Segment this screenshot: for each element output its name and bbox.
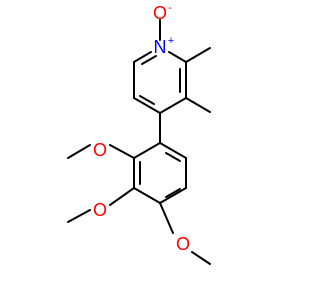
atom-o-methoxy-3: O [93,200,107,220]
bond-n-c2 [168,51,187,63]
bond-methyl-c3 [185,97,211,113]
atom-label-o-methoxy-4: O [176,234,190,254]
molecule-structure: O - N + O O O [67,2,211,265]
bond-o-ch3-2 [67,144,91,159]
atom-label-o-methoxy-2: O [93,140,107,160]
atom-o-oxide: O - [153,2,172,23]
bond-ph-c6-c1 [159,142,187,159]
bond-double-inner-ph-c4-c5 [165,188,181,198]
bond-n-c6 [133,51,152,63]
bond-ph-c2-o [109,144,135,159]
atom-label-o-oxide: O [153,3,167,23]
bond-c4-c5 [133,97,161,114]
bond-ph-c3-o [109,187,135,206]
atom-o-methoxy-4: O [176,234,190,254]
bond-c3-c4 [159,97,187,114]
bond-layer [67,19,211,265]
bond-ph-c4-o [159,202,174,234]
atom-label-n1: N [154,37,167,57]
bond-methyl-c2 [185,47,211,63]
charge-label-o-oxide: - [168,2,172,14]
bond-double-inner-n-c6 [141,55,157,65]
charge-label-n1: + [168,35,174,47]
bond-ph-c3-c4 [133,187,161,204]
atom-n1: N + [154,35,175,57]
bond-ph-c4-c5 [159,187,187,204]
atom-o-methoxy-2: O [93,140,107,160]
bond-double-inner-ph-c6-c1 [165,152,181,162]
atom-label-o-methoxy-3: O [93,200,107,220]
bond-ph-c1-c2 [133,142,161,159]
bond-double-inner-c4-c5 [139,95,155,105]
bond-o-ch3-3 [67,209,91,223]
bond-o-ch3-4 [191,251,211,265]
